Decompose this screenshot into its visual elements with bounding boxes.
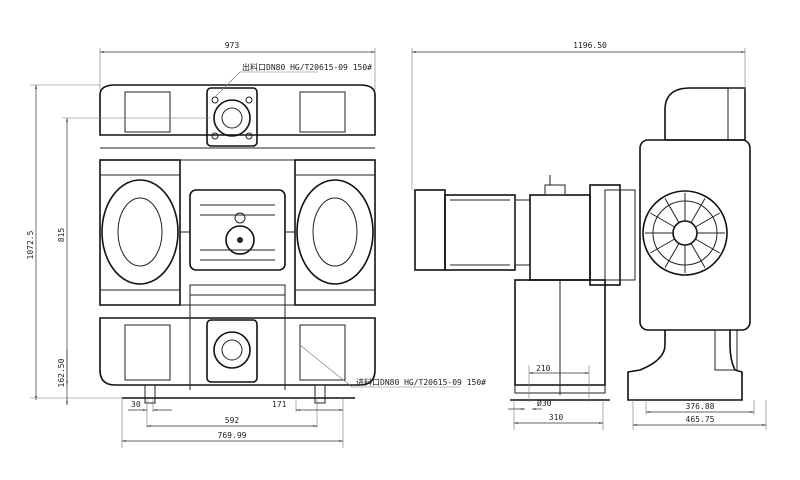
dim-overall-height: 1072.5 [26, 230, 35, 259]
dim-base-height: 162.50 [57, 358, 66, 387]
rib-line [695, 238, 720, 254]
inlet-note: 进料口DN80 HG/T20615-09 150# [356, 377, 486, 387]
motor [414, 175, 591, 281]
outlet-note: 出料口DN80 HG/T20615-09 150# [242, 62, 372, 72]
front-view: 973 出料口DN80 HG/T20615-09 150# 1072.5 815… [26, 41, 486, 448]
dim-bolt-spacing: 592 [225, 416, 240, 425]
dim-foot-offset: 171 [272, 400, 287, 409]
rib-line [690, 243, 706, 268]
left-diaphragm-chamber [99, 159, 181, 306]
front-dimensions: 973 出料口DN80 HG/T20615-09 150# 1072.5 815… [26, 41, 486, 448]
dim-bolt-hole: Ø30 [537, 398, 552, 408]
outlet-manifold [99, 84, 376, 161]
dim-foot-outer: 465.75 [686, 415, 715, 424]
dim-foot-width: 30 [131, 400, 141, 409]
dim-base-width: 769.99 [218, 431, 247, 440]
base-frame [510, 279, 610, 401]
dim-base-length: 310 [549, 413, 564, 422]
dim-port-height: 815 [57, 228, 66, 243]
center-drive-housing [180, 189, 295, 271]
pump-side-body [589, 87, 751, 401]
rib-line [650, 212, 675, 228]
right-diaphragm-chamber [294, 159, 376, 306]
rib-line [695, 212, 720, 228]
rib-line [690, 198, 706, 223]
rib-line [650, 238, 675, 254]
dim-foot-inner: 376.88 [686, 402, 715, 411]
dim-overall-length: 1196.50 [573, 41, 607, 50]
side-dimensions: 1196.50 210 Ø30 310 376.88 465.75 [411, 41, 767, 430]
rib-line [664, 243, 680, 268]
inlet-manifold [99, 284, 376, 404]
rib-line [664, 198, 680, 223]
side-view: 1196.50 210 Ø30 310 376.88 465.75 [411, 41, 767, 430]
dim-overall-width: 973 [225, 41, 240, 50]
dim-base-bolt-spacing: 210 [536, 364, 551, 373]
chamber-ribs [645, 193, 725, 273]
